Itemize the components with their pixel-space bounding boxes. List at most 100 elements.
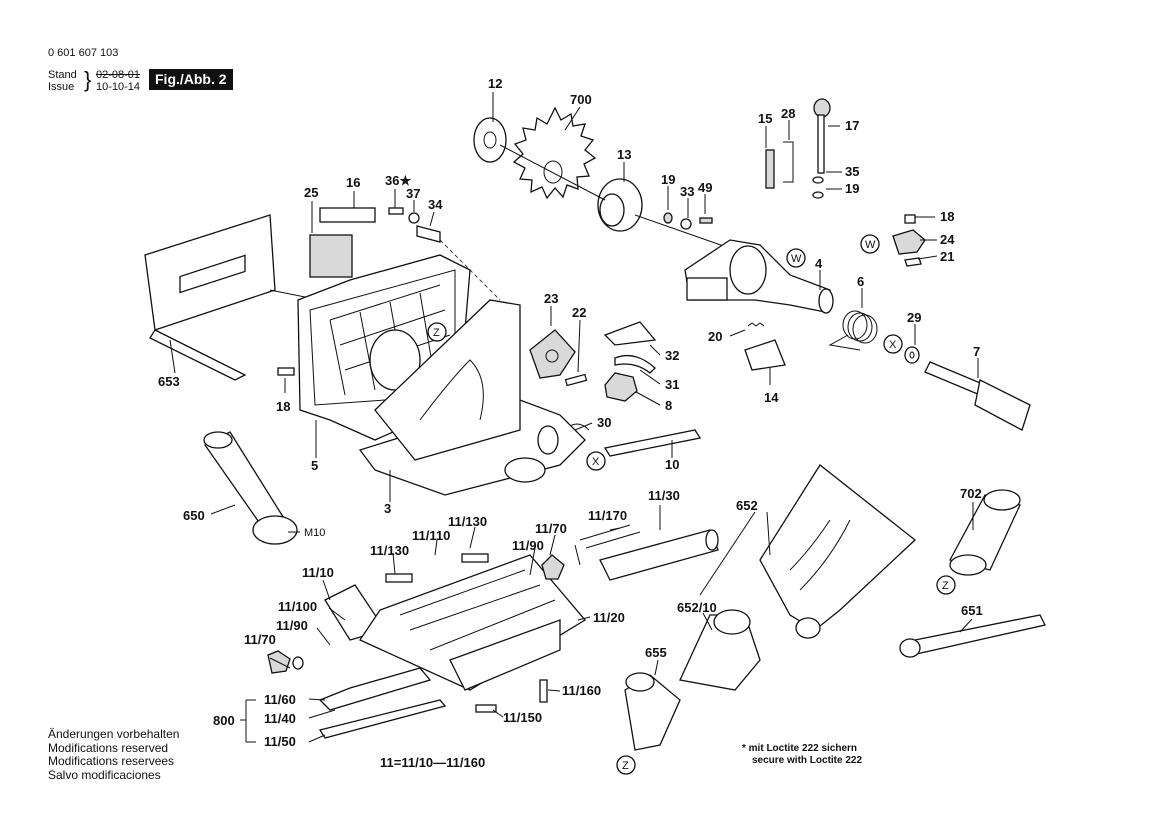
label-11-170: 11/170 <box>588 508 627 523</box>
label-11-90b: 11/90 <box>276 618 308 633</box>
modification-notes: Änderungen vorbehalten Modifications res… <box>48 727 180 782</box>
stand-date: 02-08-01 <box>96 69 141 81</box>
reference-markers: W W X X Z Z Z <box>427 234 956 775</box>
note-en: Modifications reserved <box>48 740 169 755</box>
screw-22 <box>564 373 588 387</box>
marker-w1: W <box>791 253 802 265</box>
label-11-100: 11/100 <box>278 599 317 614</box>
adapter-652-10 <box>679 609 761 691</box>
label-800: 800 <box>213 713 235 728</box>
screw-36-37-34 <box>388 207 441 243</box>
strip-10 <box>603 429 702 457</box>
knob-24 <box>892 214 926 267</box>
spring-6 <box>828 310 878 351</box>
spring-20-and-bracket-14 <box>744 322 786 371</box>
label-11-90a: 11/90 <box>512 538 544 553</box>
label-25 <box>309 234 353 278</box>
label-18a: 18 <box>940 209 954 224</box>
label-11-40: 11/40 <box>264 711 296 726</box>
label-23: 23 <box>544 291 558 306</box>
label-19b: 19 <box>661 172 675 187</box>
label-32: 32 <box>665 348 679 363</box>
label-31: 31 <box>665 377 679 392</box>
screw-11-160 <box>539 679 548 703</box>
marker-w2: W <box>865 239 876 251</box>
label-11-50: 11/50 <box>264 734 296 749</box>
label-6: 6 <box>857 274 864 289</box>
screw-18-left <box>277 367 295 376</box>
stand-label: Stand <box>48 69 77 81</box>
label-11-60: 11/60 <box>264 692 296 707</box>
label-652: 652 <box>736 498 758 513</box>
small-screws-19-33-49 <box>663 212 713 230</box>
label-34: 34 <box>428 197 443 212</box>
washer-29 <box>904 346 920 364</box>
marker-z2: Z <box>942 580 949 592</box>
loctite-de: * mit Loctite 222 sichern <box>742 743 858 754</box>
label-25: 25 <box>304 185 318 200</box>
knob-screw-17 <box>812 98 831 199</box>
label-11-20: 11/20 <box>593 610 625 625</box>
label-35: 35 <box>845 164 859 179</box>
clip-31 <box>614 354 656 374</box>
label-11-160: 11/160 <box>562 683 601 698</box>
elbow-655 <box>624 672 681 751</box>
label-24: 24 <box>940 232 955 247</box>
label-11-10: 11/10 <box>302 565 334 580</box>
lever-23 <box>529 329 576 379</box>
dust-bag-652 <box>759 464 916 639</box>
brace: } <box>84 67 92 92</box>
label-37: 37 <box>406 186 420 201</box>
note-fr: Modifications reservees <box>48 754 175 768</box>
leader-lines <box>169 92 979 743</box>
marker-x2: X <box>592 456 600 468</box>
label-16 <box>319 207 376 223</box>
label-49: 49 <box>698 180 712 195</box>
label-652-10: 652/10 <box>677 600 717 615</box>
label-21: 21 <box>940 249 954 264</box>
nut-8 <box>604 372 638 402</box>
part-number: 0 601 607 103 <box>48 47 119 59</box>
label-13: 13 <box>617 147 631 162</box>
label-651: 651 <box>961 603 983 618</box>
label-28: 28 <box>781 106 795 121</box>
label-3: 3 <box>384 501 391 516</box>
screw-11-130-left <box>385 573 413 583</box>
pin-11-30 <box>599 529 719 581</box>
saw-blade-700 <box>512 106 597 200</box>
label-7: 7 <box>973 344 980 359</box>
guide-11-10 <box>324 554 586 691</box>
marker-x1: X <box>889 339 897 351</box>
label-30: 30 <box>597 415 611 430</box>
shaft-7 <box>924 361 1031 431</box>
label-14: 14 <box>764 390 779 405</box>
label-m10: M10 <box>304 527 325 539</box>
clamp-parts-15-28 <box>765 141 794 189</box>
label-700: 700 <box>570 92 592 107</box>
label-17: 17 <box>845 118 859 133</box>
handle-650 <box>203 431 298 545</box>
label-11-110: 11/110 <box>412 528 450 543</box>
label-33: 33 <box>680 184 694 199</box>
note-de: Änderungen vorbehalten <box>48 727 180 741</box>
screw-11-130-right <box>461 553 489 563</box>
label-11-130a: 11/130 <box>448 514 487 529</box>
label-22: 22 <box>572 305 586 320</box>
label-655: 655 <box>645 645 667 660</box>
label-19a: 19 <box>845 181 859 196</box>
label-4: 4 <box>815 256 823 271</box>
adapter-702 <box>949 489 1021 576</box>
screw-11-150 <box>475 704 497 713</box>
label-11-130b: 11/130 <box>370 543 409 558</box>
label-11-70b: 11/70 <box>244 632 276 647</box>
knob-11-70 <box>541 554 565 580</box>
figure-label: Fig./Abb. 2 <box>149 69 233 90</box>
label-5: 5 <box>311 458 318 473</box>
label-11-70a: 11/70 <box>535 521 567 536</box>
plate-32 <box>603 321 657 346</box>
marker-z3: Z <box>622 760 629 772</box>
knob-11-70-left <box>267 650 304 674</box>
guard-653 <box>144 214 321 381</box>
label-16: 16 <box>346 175 360 190</box>
